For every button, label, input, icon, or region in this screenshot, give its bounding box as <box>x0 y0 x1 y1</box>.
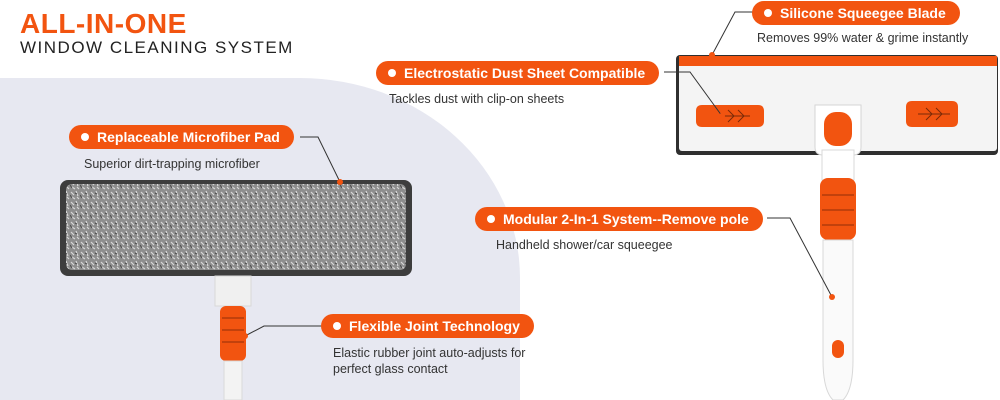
callout-label: Replaceable Microfiber Pad <box>97 129 280 145</box>
callout-description: Elastic rubber joint auto-adjusts for pe… <box>333 345 525 377</box>
callout-description-line: perfect glass contact <box>333 362 448 376</box>
callout-label: Electrostatic Dust Sheet Compatible <box>404 65 646 81</box>
callout-label: Modular 2-In-1 System--Remove pole <box>503 211 749 227</box>
callout-dust-sheet: Electrostatic Dust Sheet Compatible <box>376 61 660 85</box>
page-subtitle: WINDOW CLEANING SYSTEM <box>20 38 294 57</box>
page-title: ALL-IN-ONE <box>20 8 187 39</box>
microfiber-pad <box>60 180 412 276</box>
bullet-dot-icon <box>764 9 772 17</box>
callout-description-line: Elastic rubber joint auto-adjusts for <box>333 346 526 360</box>
callout-description: Removes 99% water & grime instantly <box>757 31 969 45</box>
bullet-dot-icon <box>333 322 341 330</box>
callout-squeegee-blade: Silicone Squeegee Blade <box>752 1 960 25</box>
callout-label: Flexible Joint Technology <box>349 318 520 334</box>
bullet-dot-icon <box>487 215 495 223</box>
callout-description: Superior dirt-trapping microfiber <box>84 157 260 171</box>
squeegee-pole <box>814 104 862 400</box>
callout-microfiber-pad: Replaceable Microfiber Pad <box>69 125 294 149</box>
callout-flexible-joint: Flexible Joint Technology <box>321 314 534 338</box>
leader-lines <box>242 11 835 339</box>
callout-description: Handheld shower/car squeegee <box>496 238 673 252</box>
bullet-dot-icon <box>81 133 89 141</box>
callout-description: Tackles dust with clip-on sheets <box>389 92 565 106</box>
callout-modular-system: Modular 2-In-1 System--Remove pole <box>475 207 763 231</box>
microfiber-pole <box>214 275 252 400</box>
callout-label: Silicone Squeegee Blade <box>780 5 946 21</box>
bullet-dot-icon <box>388 69 396 77</box>
